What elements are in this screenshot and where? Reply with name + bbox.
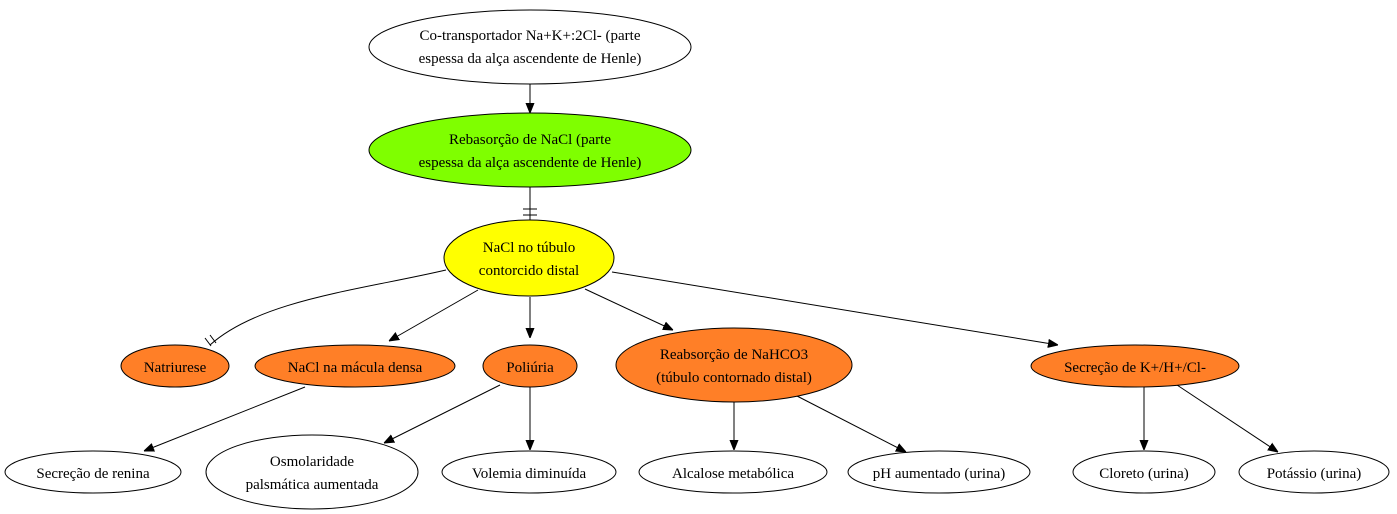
svg-text:Alcalose metabólica: Alcalose metabólica xyxy=(672,466,794,482)
svg-text:Rebasorção de NaCl (parte: Rebasorção de NaCl (parte xyxy=(449,132,611,148)
node-reabsorcao-nahco3: Reabsorção de NaHCO3 (túbulo contornado … xyxy=(615,327,853,403)
edge-reabsorcao-ph xyxy=(796,395,906,452)
node-alcalose: Alcalose metabólica xyxy=(638,450,828,494)
svg-text:NaCl no túbulo: NaCl no túbulo xyxy=(483,240,576,256)
node-poliuria: Poliúria xyxy=(482,344,578,388)
node-nacl-tubulo: NaCl no túbulo contorcido distal xyxy=(443,219,615,297)
edge-rebasorcao-nacl-tubulo xyxy=(523,187,537,220)
edge-nacl-tubulo-reabsorcao xyxy=(584,288,673,330)
svg-text:Co-transportador Na+K+:2Cl- (p: Co-transportador Na+K+:2Cl- (parte xyxy=(419,28,640,44)
svg-text:palsmática aumentada: palsmática aumentada xyxy=(246,477,379,493)
node-natriurese: Natriurese xyxy=(120,344,230,388)
svg-text:Reabsorção de NaHCO3: Reabsorção de NaHCO3 xyxy=(660,347,808,363)
node-potassio: Potássio (urina) xyxy=(1238,450,1390,494)
edge-secrecao-potassio xyxy=(1176,384,1278,452)
edge-nacl-macula-secrecao-renina xyxy=(144,386,306,451)
svg-text:Poliúria: Poliúria xyxy=(506,360,554,376)
node-volemia: Volemia diminuída xyxy=(441,450,617,494)
svg-text:contorcido distal: contorcido distal xyxy=(479,263,579,279)
node-cloreto: Cloreto (urina) xyxy=(1072,450,1216,494)
svg-text:Cloreto (urina): Cloreto (urina) xyxy=(1099,466,1189,482)
edge-nacl-tubulo-natriurese xyxy=(204,269,447,347)
node-nacl-macula: NaCl na mácula densa xyxy=(254,344,456,388)
svg-text:Secreção de renina: Secreção de renina xyxy=(36,466,150,482)
edge-poliuria-osmolaridade xyxy=(384,384,501,443)
svg-text:espessa da alça ascendente de: espessa da alça ascendente de Henle) xyxy=(419,155,642,171)
svg-text:Volemia diminuída: Volemia diminuída xyxy=(472,466,587,482)
node-osmolaridade: Osmolaridade palsmática aumentada xyxy=(205,434,419,510)
node-cotransportador: Co-transportador Na+K+:2Cl- (parte espes… xyxy=(368,9,692,85)
edge-nacl-tubulo-nacl-macula xyxy=(389,289,479,341)
svg-text:(túbulo contornado distal): (túbulo contornado distal) xyxy=(656,370,812,386)
edges xyxy=(144,84,1278,452)
svg-text:espessa da alça ascendente de: espessa da alça ascendente de Henle) xyxy=(419,51,642,67)
node-secrecao-khcl: Secreção de K+/H+/Cl- xyxy=(1030,344,1240,388)
svg-text:Osmolaridade: Osmolaridade xyxy=(270,454,354,470)
node-rebasorcao: Rebasorção de NaCl (parte espessa da alç… xyxy=(368,112,692,188)
svg-text:Secreção de K+/H+/Cl-: Secreção de K+/H+/Cl- xyxy=(1064,360,1206,376)
edge-nacl-tubulo-secrecao-khcl xyxy=(611,271,1058,345)
node-ph-aumentado: pH aumentado (urina) xyxy=(847,450,1031,494)
svg-text:Potássio (urina): Potássio (urina) xyxy=(1267,466,1362,482)
node-secrecao-renina: Secreção de renina xyxy=(4,450,182,494)
svg-text:pH aumentado (urina): pH aumentado (urina) xyxy=(873,466,1005,482)
svg-text:NaCl na mácula densa: NaCl na mácula densa xyxy=(288,360,423,376)
svg-text:Natriurese: Natriurese xyxy=(144,360,207,376)
